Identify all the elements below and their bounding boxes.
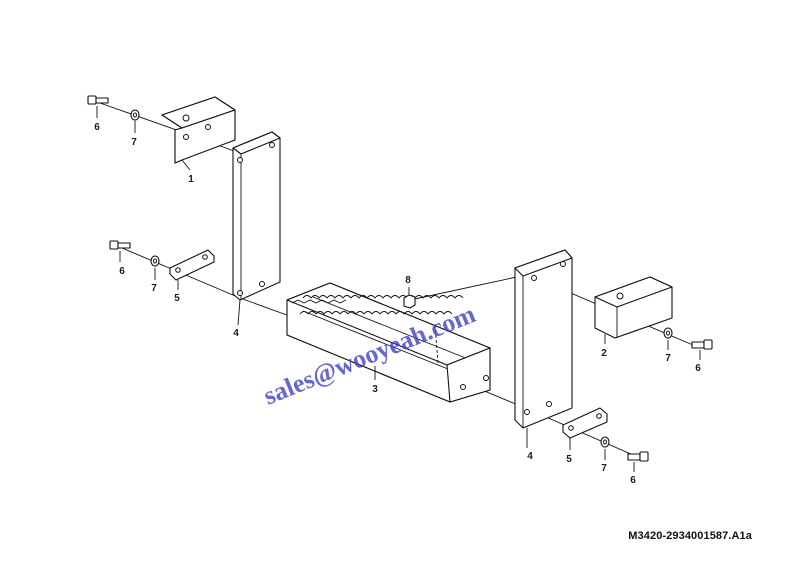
drawing-reference-number: M3420-2934001587.A1a: [628, 530, 752, 542]
callout-washer-right: 7: [665, 353, 671, 364]
callout-washer-mid-left: 7: [151, 283, 157, 294]
step-grating-part-3: [286, 282, 491, 403]
callout-bracket-left: 1: [188, 174, 194, 185]
support-plate-right: [514, 249, 573, 448]
callout-bolt-right: 6: [695, 363, 701, 374]
callout-bolt-bottom-right: 6: [630, 475, 636, 486]
callout-washer-top-left: 7: [131, 137, 137, 148]
callout-support-right: 4: [527, 451, 533, 462]
bolt-right: [691, 339, 713, 360]
washer-top-left: [130, 109, 140, 133]
callout-bolt-top-left: 6: [94, 122, 100, 133]
callout-bolt-mid-left: 6: [119, 266, 125, 277]
callout-washer-bottom-right: 7: [601, 463, 607, 474]
bolt-mid-left: [109, 240, 131, 262]
nut-part-8: [403, 287, 416, 309]
callout-nut: 8: [405, 275, 411, 286]
bolt-top-left: [87, 95, 109, 118]
callout-plate-right: 5: [566, 454, 572, 465]
callout-bracket-right: 2: [601, 348, 607, 359]
clamp-plate-left: [169, 249, 215, 290]
callout-labels: 6 7 1 6 7 5 4 8 3 4 2 7 6 5 7 6: [94, 122, 701, 486]
washer-right: [663, 327, 673, 350]
bolt-bottom-right: [627, 451, 649, 472]
callout-step: 3: [372, 384, 378, 395]
callout-plate-left: 5: [174, 293, 180, 304]
bracket-part-2: [594, 276, 673, 344]
clamp-plate-right: [562, 407, 608, 450]
callout-support-left: 4: [233, 328, 239, 339]
support-plate-left: [232, 131, 281, 326]
washer-bottom-right: [600, 436, 610, 460]
washer-mid-left: [150, 255, 160, 280]
bracket-part-1: [161, 96, 236, 171]
